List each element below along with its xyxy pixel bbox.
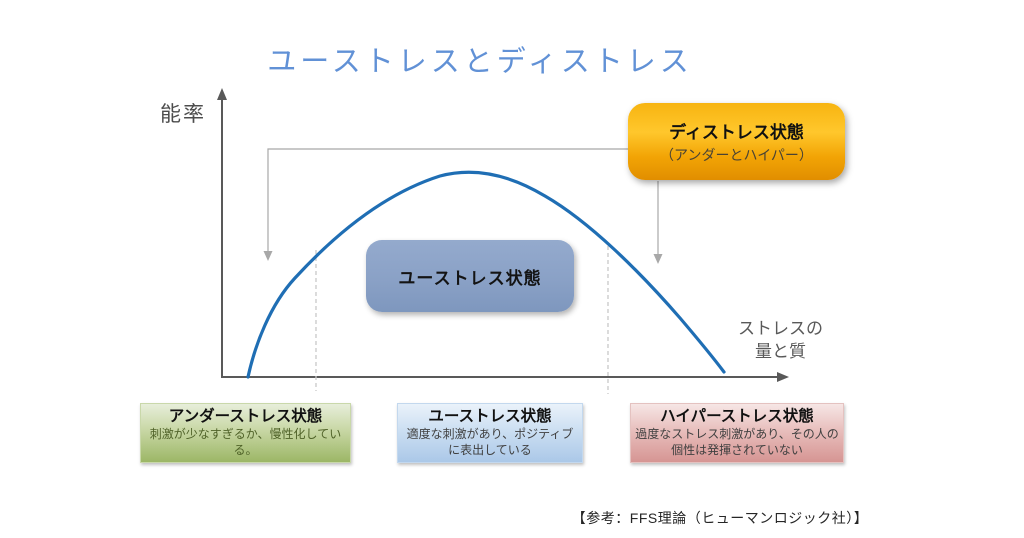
distress-callout-title: ディストレス状態 — [669, 123, 804, 142]
performance-curve — [246, 170, 726, 379]
reference-note: 【参考：FFS理論（ヒューマンロジック社）】 — [571, 510, 869, 526]
x-axis-arrowhead-icon — [777, 372, 789, 382]
distress-connector-left-arrowhead-icon — [263, 251, 273, 261]
distress-connector-left — [267, 148, 628, 252]
zone-eustress-description: 適度な刺激があり、ポジティブに表出している — [406, 427, 574, 457]
page-title: ユーストレスとディストレス — [267, 46, 693, 78]
eustress-callout-title: ユーストレス状態 — [398, 268, 542, 288]
zone-hyper-stress-description: 過度なストレス刺激があり、その人の個性は発揮されていない — [635, 427, 839, 457]
y-axis-arrowhead-icon — [217, 88, 227, 100]
x-axis-label: ストレスの 量と質 — [718, 318, 843, 364]
zone-eustress-title: ユーストレス状態 — [428, 407, 552, 425]
zone-eustress: ユーストレス状態 適度な刺激があり、ポジティブに表出している — [397, 403, 583, 463]
zone-under-stress: アンダーストレス状態 刺激が少なすぎるか、慢性化している。 — [140, 403, 351, 463]
y-axis-label: 能率 — [160, 103, 206, 126]
x-axis-label-line1: ストレスの — [738, 319, 823, 338]
x-axis-label-line2: 量と質 — [755, 341, 806, 361]
zone-under-stress-title: アンダーストレス状態 — [168, 407, 323, 425]
zone-hyper-stress: ハイパーストレス状態 過度なストレス刺激があり、その人の個性は発揮されていない — [630, 403, 844, 463]
distress-callout-subtitle: （アンダーとハイパー） — [660, 147, 813, 163]
distress-connector-right-arrowhead-icon — [653, 254, 663, 264]
distress-callout: ディストレス状態 （アンダーとハイパー） — [628, 103, 845, 180]
eustress-callout: ユーストレス状態 — [366, 240, 574, 312]
zone-hyper-stress-title: ハイパーストレス状態 — [660, 407, 814, 425]
zone-under-stress-description: 刺激が少なすぎるか、慢性化している。 — [149, 427, 342, 457]
